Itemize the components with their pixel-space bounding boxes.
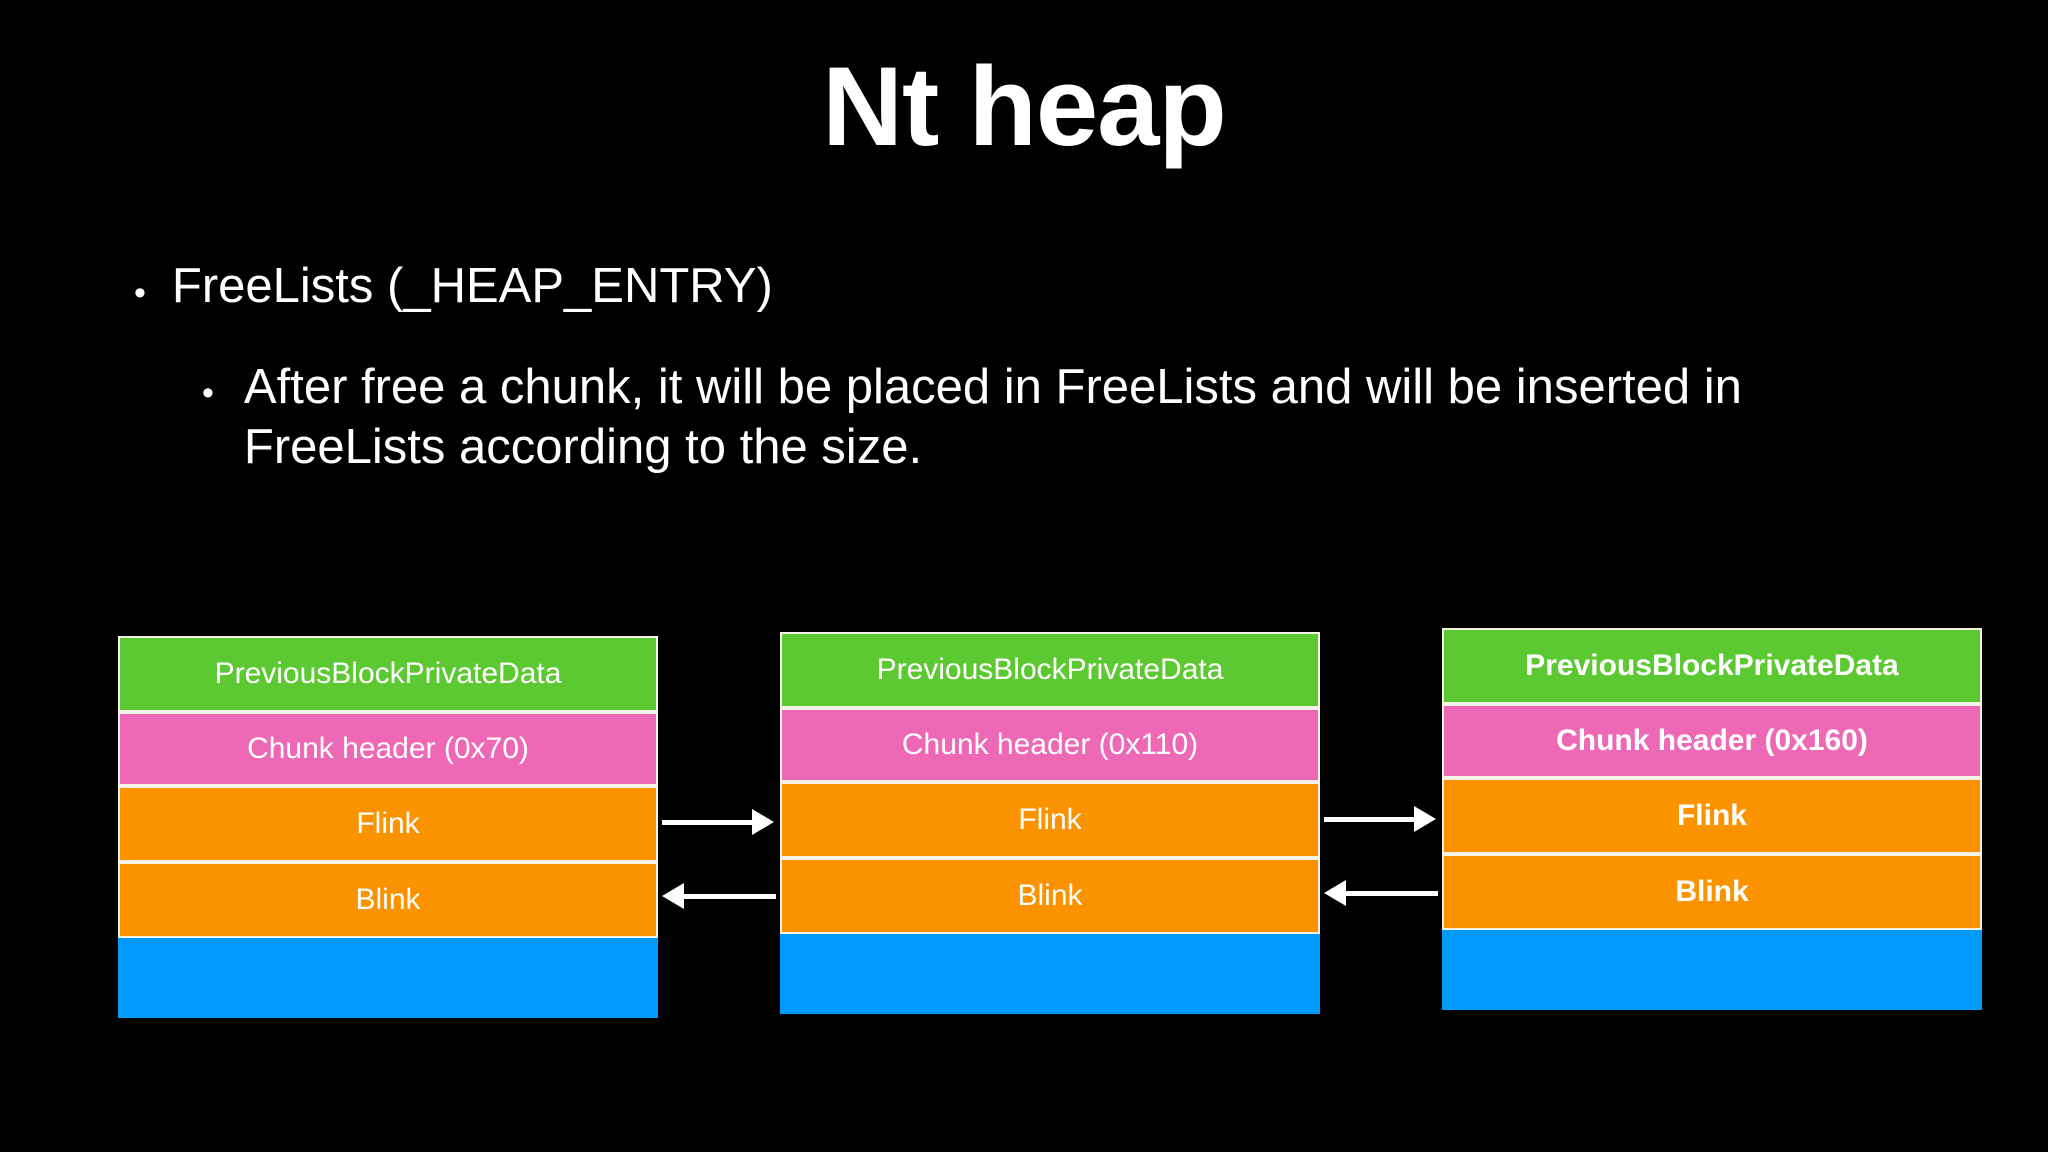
bullet-list: • FreeLists (_HEAP_ENTRY) • After free a… (134, 258, 1994, 477)
chunk-3-flink: Flink (1442, 778, 1982, 854)
chunk-2-previous-block-private-data: PreviousBlockPrivateData (780, 632, 1320, 708)
chunk-2-blink: Blink (780, 858, 1320, 934)
chunk-3-chunk-header: Chunk header (0x160) (1442, 704, 1982, 778)
chunk-3-previous-block-private-data: PreviousBlockPrivateData (1442, 628, 1982, 704)
chunk-1-user-data (118, 938, 658, 1018)
chunk-2-user-data (780, 934, 1320, 1014)
chunk-3-blink: Blink (1442, 854, 1982, 930)
blink-arrow-head-1 (662, 883, 684, 909)
chunk-1-chunk-header: Chunk header (0x70) (118, 712, 658, 786)
bullet-text-freelists: FreeLists (_HEAP_ENTRY) (171, 259, 773, 313)
blink-arrow-head-2 (1324, 880, 1346, 906)
bullet-marker-icon: • (202, 373, 214, 412)
chunk-1-blink: Blink (118, 862, 658, 938)
flink-arrow-line-1 (662, 820, 754, 825)
connector-chunk1-chunk2 (662, 809, 776, 920)
bullet-item-after-free: • After free a chunk, it will be placed … (202, 358, 1994, 478)
chunk-2-flink: Flink (780, 782, 1320, 858)
chunk-block-1: PreviousBlockPrivateData Chunk header (0… (118, 636, 658, 1018)
bullet-marker-icon: • (134, 274, 146, 312)
connector-chunk2-chunk3 (1324, 806, 1438, 917)
chunk-2-chunk-header: Chunk header (0x110) (780, 708, 1320, 782)
chunk-3-user-data (1442, 930, 1982, 1010)
flink-arrow-line-2 (1324, 817, 1416, 822)
flink-arrow-head-2 (1414, 806, 1436, 832)
chunk-1-flink: Flink (118, 786, 658, 862)
blink-arrow-line-1 (684, 894, 776, 899)
bullet-item-freelists: • FreeLists (_HEAP_ENTRY) (134, 258, 1994, 316)
chunk-block-2: PreviousBlockPrivateData Chunk header (0… (780, 632, 1320, 1014)
flink-arrow-head-1 (752, 809, 774, 835)
chunk-1-previous-block-private-data: PreviousBlockPrivateData (118, 636, 658, 712)
chunk-block-3: PreviousBlockPrivateData Chunk header (0… (1442, 628, 1982, 1010)
page-title: Nt heap (822, 44, 1227, 169)
bullet-text-after-free: After free a chunk, it will be placed in… (243, 359, 1742, 474)
blink-arrow-line-2 (1346, 891, 1438, 896)
